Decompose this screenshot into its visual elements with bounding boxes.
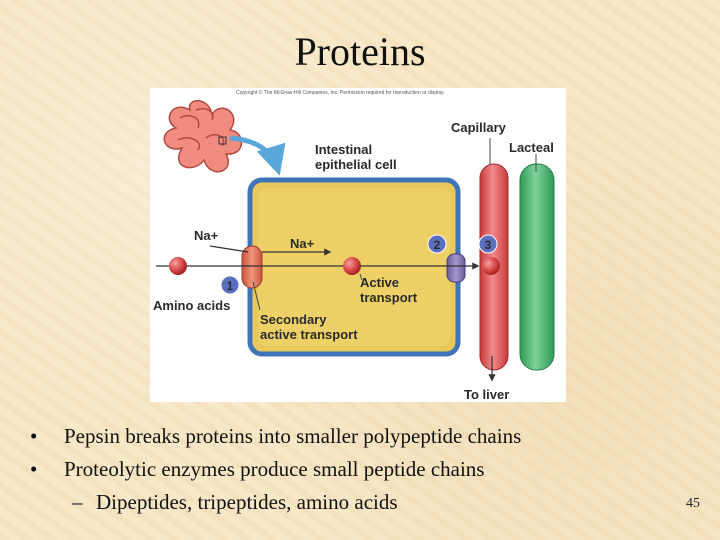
bullet-marker: •: [30, 424, 38, 448]
bullet-item: • Proteolytic enzymes produce small pept…: [30, 453, 690, 486]
absorption-diagram: Copyright © The McGraw-Hill Companies, I…: [153, 89, 555, 402]
coiled-protein-illustration: [163, 100, 243, 173]
lacteal-vessel: [519, 163, 555, 371]
copyright-text: Copyright © The McGraw-Hill Companies, I…: [236, 89, 445, 96]
label-na-inside: Na+: [290, 236, 315, 251]
bullet-list: • Pepsin breaks proteins into smaller po…: [30, 420, 690, 519]
label-amino-acids: Amino acids: [153, 298, 230, 313]
step-1-badge: 1: [220, 275, 240, 295]
label-active: Active: [360, 275, 399, 290]
svg-text:3: 3: [485, 238, 492, 252]
bullet-text: Proteolytic enzymes produce small peptid…: [64, 457, 485, 481]
amino-acid-outside: [169, 257, 187, 275]
bullet-text: Pepsin breaks proteins into smaller poly…: [64, 424, 522, 448]
amino-acid-in-capillary: [482, 257, 500, 275]
active-leader: [359, 273, 363, 281]
svg-text:2: 2: [434, 238, 441, 252]
basolateral-carrier: [446, 253, 466, 283]
amino-acid-in-cell: [343, 257, 361, 275]
slide-title: Proteins: [294, 29, 426, 74]
sub-bullet-item: – Dipeptides, tripeptides, amino acids: [30, 486, 690, 519]
label-lacteal: Lacteal: [509, 140, 554, 155]
step-3-badge: 3: [478, 234, 498, 254]
cotransporter-protein: [241, 245, 263, 289]
label-na-outside: Na+: [194, 228, 219, 243]
protein-absorption-figure: Copyright © The McGraw-Hill Companies, I…: [150, 88, 566, 402]
label-capillary: Capillary: [451, 120, 507, 135]
label-secondary: Secondary: [260, 312, 327, 327]
sub-bullet-text: Dipeptides, tripeptides, amino acids: [96, 490, 398, 514]
svg-text:1: 1: [227, 279, 234, 293]
na-entry-line: [209, 245, 249, 253]
sub-bullet-marker: –: [72, 490, 83, 514]
label-active-transport: active transport: [260, 327, 358, 342]
label-transport: transport: [360, 290, 418, 305]
bullet-marker: •: [30, 457, 38, 481]
label-to-liver: To liver: [464, 387, 509, 402]
secondary-leader: [252, 281, 261, 311]
zoom-arrow-icon: [229, 135, 286, 176]
label-intestinal: Intestinal: [315, 142, 372, 157]
label-epithelial-cell: epithelial cell: [315, 157, 397, 172]
bullet-item: • Pepsin breaks proteins into smaller po…: [30, 420, 690, 453]
step-2-badge: 2: [427, 234, 447, 254]
page-number: 45: [686, 496, 700, 511]
